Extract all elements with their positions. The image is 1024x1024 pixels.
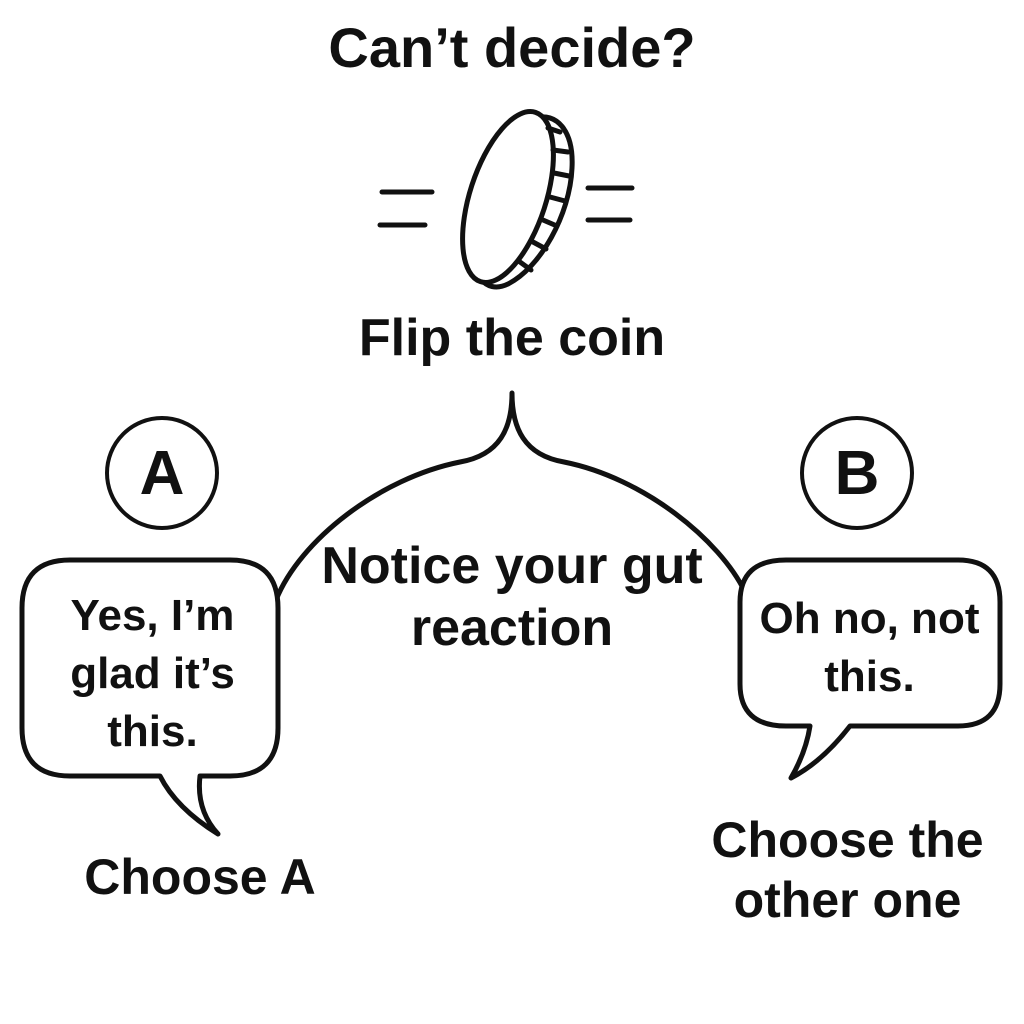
branch-connector — [273, 390, 748, 603]
spinning-coin-icon — [460, 109, 575, 290]
option-b-badge: B — [800, 416, 914, 530]
option-a-badge: A — [105, 416, 219, 530]
speech-bubble-b — [737, 557, 1003, 781]
step-notice-label: Notice your gut reaction — [321, 537, 703, 657]
speech-bubble-a — [19, 557, 281, 837]
reaction-b-text: Oh no, not this. — [759, 594, 980, 701]
outcome-a-label: Choose A — [84, 849, 316, 905]
reaction-a-text: Yes, I’m glad it’s this. — [70, 591, 235, 756]
motion-lines-right — [585, 185, 635, 223]
step-flip-label: Flip the coin — [358, 309, 666, 367]
motion-lines-left — [377, 189, 435, 228]
outcome-b-label: Choose the other one — [711, 812, 984, 928]
page-title: Can’t decide? — [328, 16, 696, 79]
